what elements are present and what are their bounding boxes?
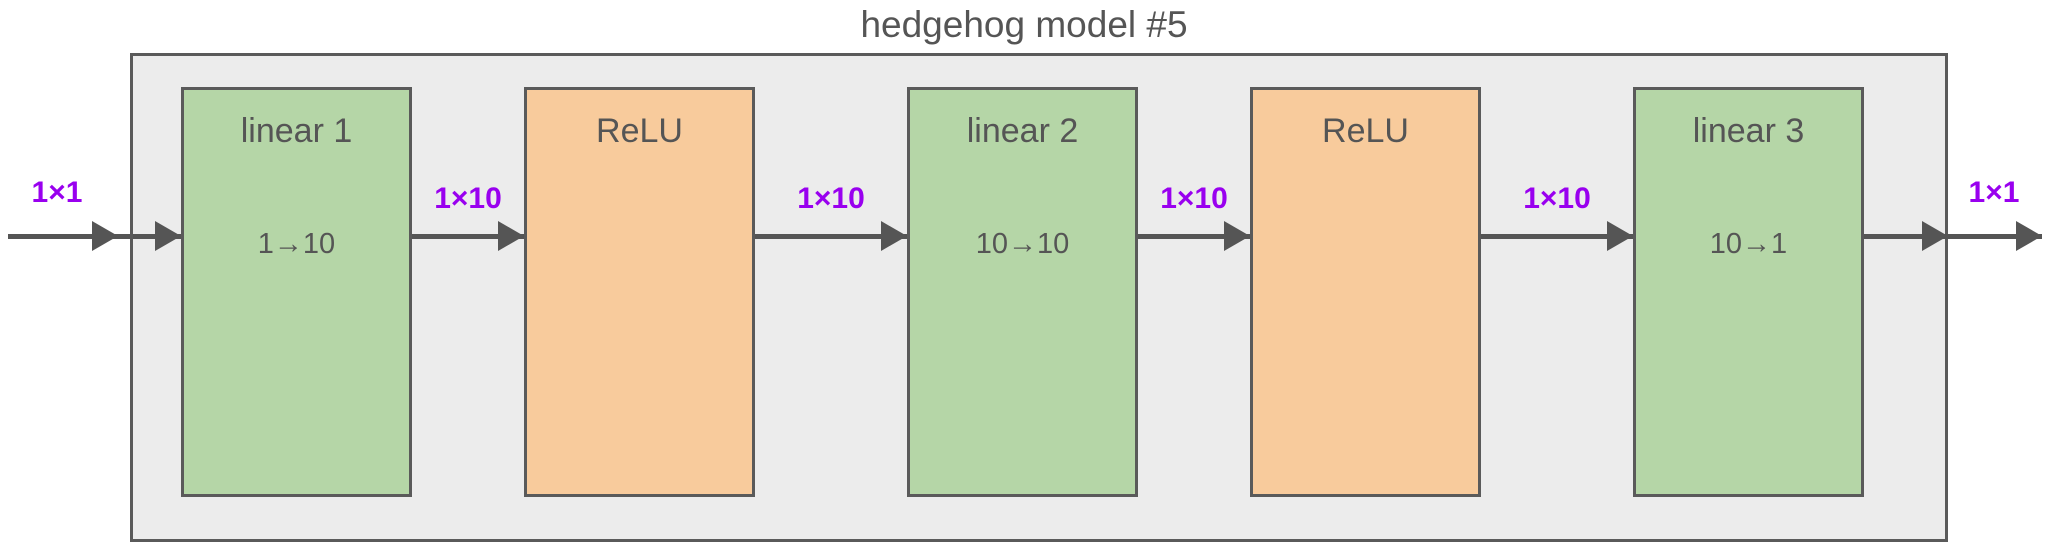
input-connector-line [8,234,140,239]
block-relu-1[interactable]: ReLU [524,87,755,497]
block-relu-1-title: ReLU [596,112,683,150]
block-relu-2-title: ReLU [1322,112,1409,150]
connector-1-line [412,234,524,239]
block-linear-3-title: linear 3 [1692,112,1805,150]
connector-4-line [1481,234,1633,239]
connector-2-arrowhead [881,221,907,251]
output-tensor-label: 1×1 [1968,176,2020,209]
block-linear-2-shape: 10→10 [975,228,1070,260]
block-linear-3-shape: 10→1 [1709,228,1788,260]
block-linear-1-title: linear 1 [240,112,353,150]
input-arrowhead-inner [155,221,181,251]
output-connector-line [1946,234,2042,239]
connector-2-label: 1×10 [797,182,865,215]
input-tensor-label: 1×1 [31,176,83,209]
block-relu-2[interactable]: ReLU [1250,87,1481,497]
block-linear-1[interactable]: linear 1 1→10 [181,87,412,497]
connector-1-label: 1×10 [434,182,502,215]
connector-3-arrowhead [1224,221,1250,251]
connector-4-label: 1×10 [1523,182,1591,215]
connector-4-arrowhead [1607,221,1633,251]
page-title: hedgehog model #5 [860,4,1188,45]
output-arrowhead-outer [2016,221,2042,251]
output-connector-inner-line [1864,234,1948,239]
connector-1-arrowhead [498,221,524,251]
block-linear-3[interactable]: linear 3 10→1 [1633,87,1864,497]
block-linear-2[interactable]: linear 2 10→10 [907,87,1138,497]
connector-2-line [755,234,907,239]
block-linear-2-title: linear 2 [966,112,1079,150]
block-linear-1-shape: 1→10 [257,228,336,260]
input-arrowhead-outer [92,221,118,251]
connector-3-label: 1×10 [1160,182,1228,215]
connector-3-line [1138,234,1250,239]
output-arrowhead-inner [1922,221,1948,251]
